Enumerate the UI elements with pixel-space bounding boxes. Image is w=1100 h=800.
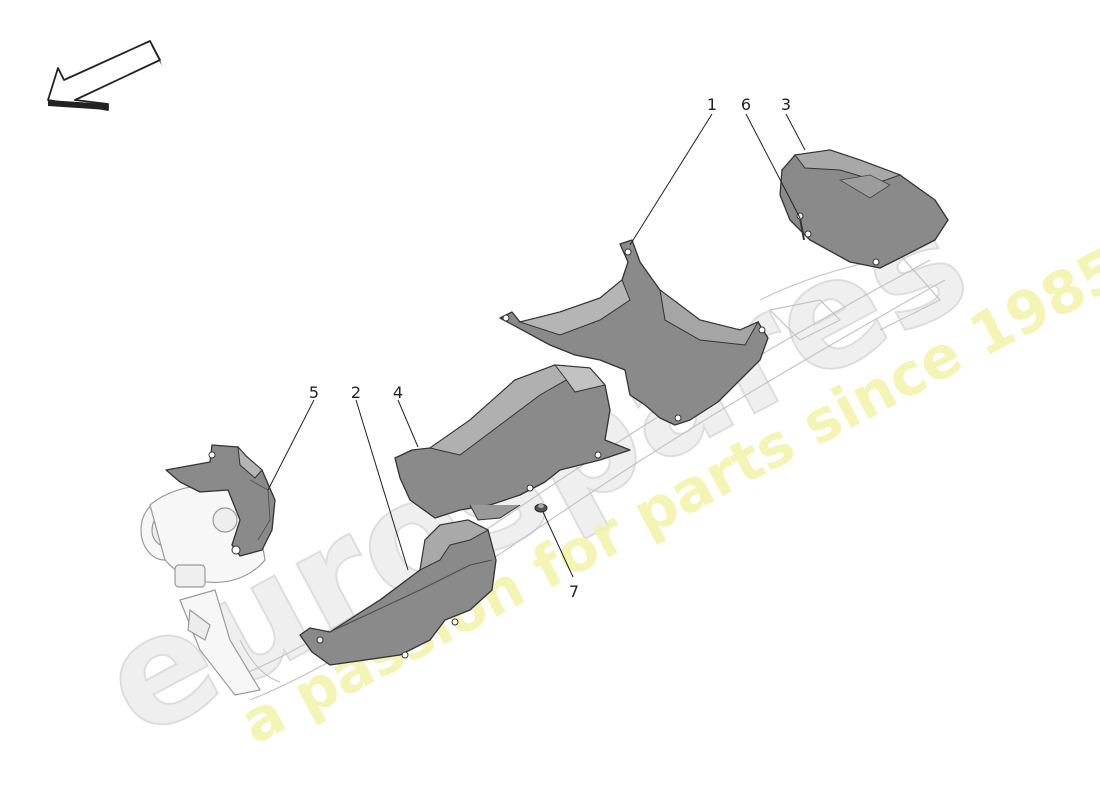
callout-6: 6 xyxy=(741,95,751,114)
heat-shield-part-3 xyxy=(779,149,949,269)
callout-1: 1 xyxy=(707,95,717,114)
heat-shield-part-1 xyxy=(499,239,769,426)
direction-arrow-icon xyxy=(47,40,162,111)
callout-labels: 1 6 3 5 2 4 7 xyxy=(309,95,791,601)
clip-nut-part-7 xyxy=(534,503,548,513)
callout-4: 4 xyxy=(393,383,403,402)
turbocharger xyxy=(140,485,266,696)
callout-5: 5 xyxy=(309,383,319,402)
callout-2: 2 xyxy=(351,383,361,402)
heat-shield-part-2 xyxy=(299,519,497,666)
heat-shield-part-5 xyxy=(165,444,276,557)
callout-7: 7 xyxy=(569,582,579,601)
stud-part-6 xyxy=(796,212,805,241)
heat-shield-part-4 xyxy=(394,364,631,521)
leader-lines xyxy=(267,113,806,578)
callout-3: 3 xyxy=(781,95,791,114)
